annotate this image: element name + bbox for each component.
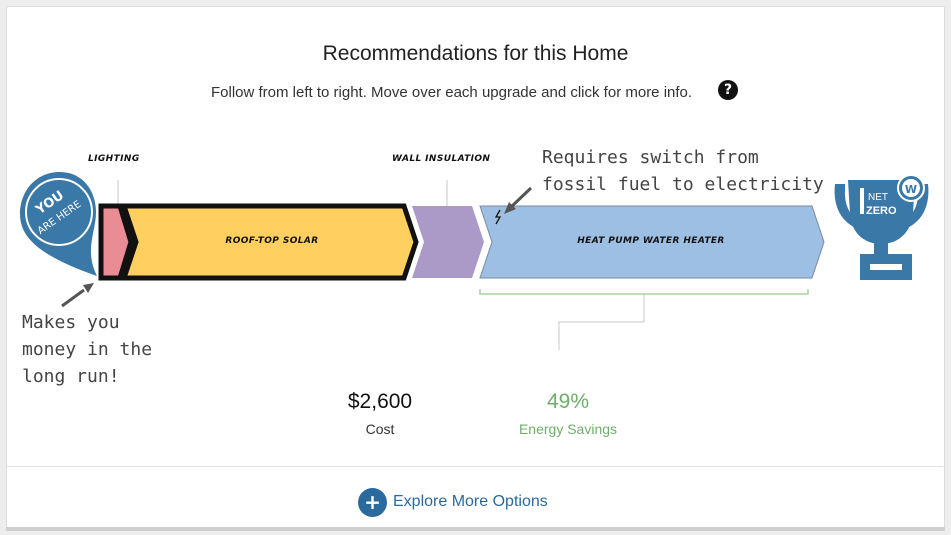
energy-savings-value: 49% bbox=[546, 390, 590, 413]
trophy-zero-text: ZERO bbox=[866, 205, 897, 217]
instructions-text: Follow from left to right. Move over eac… bbox=[211, 84, 693, 101]
upgrade-wall-insulation[interactable] bbox=[412, 206, 484, 278]
card-shadow bbox=[6, 527, 945, 531]
cost-label: Cost bbox=[365, 421, 395, 437]
fuel-switch-annotation: Requires switch from fossil fuel to elec… bbox=[542, 147, 824, 195]
trophy-medal-text: W bbox=[905, 183, 917, 196]
cost-value: $2,600 bbox=[347, 390, 413, 413]
energy-savings-label: Energy Savings bbox=[518, 421, 618, 437]
money-annotation: Makes you money in the long run! bbox=[22, 312, 153, 387]
heat-pump-water-heater-label: HEAT PUMP WATER HEATER bbox=[577, 236, 725, 246]
savings-bracket bbox=[479, 289, 809, 350]
question-circle-icon[interactable]: ? bbox=[718, 80, 738, 100]
lightning-bolt-icon bbox=[494, 209, 502, 225]
annotation-arrow-top bbox=[504, 186, 533, 214]
you-are-here-badge: YOU ARE HERE bbox=[20, 172, 97, 276]
annotation-arrow-bottom bbox=[61, 283, 94, 308]
wall-insulation-callout-label: WALL INSULATION bbox=[392, 154, 490, 164]
trophy-net-text: NET bbox=[868, 192, 888, 203]
net-zero-trophy-icon: NET ZERO W bbox=[834, 174, 929, 280]
upgrade-heat-pump-water-heater[interactable]: HEAT PUMP WATER HEATER bbox=[479, 205, 825, 279]
upgrade-lighting[interactable] bbox=[98, 203, 134, 281]
lighting-callout-label: LIGHTING bbox=[88, 154, 140, 164]
explore-more-options-button[interactable]: + Explore More Options bbox=[358, 487, 548, 517]
footer-divider bbox=[7, 466, 943, 467]
page-title: Recommendations for this Home bbox=[322, 42, 629, 65]
roof-top-solar-label: ROOF-TOP SOLAR bbox=[225, 236, 318, 246]
upgrade-roof-top-solar[interactable]: ROOF-TOP SOLAR bbox=[120, 203, 419, 281]
explore-more-options-label[interactable]: Explore More Options bbox=[393, 493, 548, 510]
plus-circle-icon[interactable]: + bbox=[358, 487, 387, 517]
